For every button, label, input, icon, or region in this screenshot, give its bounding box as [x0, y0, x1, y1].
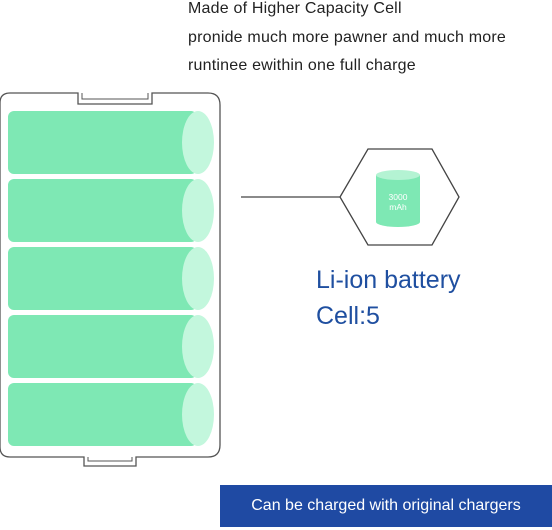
intro-line-3: runtinee ewithin one full charge	[188, 57, 416, 74]
battery-cell	[8, 179, 214, 242]
battery-cell	[8, 315, 214, 378]
battery-type-label: Li-ion battery	[316, 266, 461, 294]
cell-capacity-label: 3000	[389, 192, 408, 202]
battery-top-notch	[81, 93, 149, 100]
cell-unit-label: mAh	[389, 202, 407, 212]
battery-pack-outline	[0, 92, 221, 467]
battery-bottom-notch	[87, 457, 133, 462]
battery-cell	[8, 247, 214, 310]
charge-banner: Can be charged with original chargers	[220, 485, 552, 527]
charge-banner-text: Can be charged with original chargers	[251, 497, 521, 514]
battery-cell	[8, 383, 214, 446]
intro-line-2: pronide much more pawner and much more	[188, 29, 506, 46]
intro-line-1: Made of Higher Capacity Cell	[188, 0, 402, 17]
cell-count-label: Cell:5	[316, 302, 380, 330]
battery-cell-icon: 3000 mAh	[376, 170, 420, 227]
battery-cell	[8, 111, 214, 174]
